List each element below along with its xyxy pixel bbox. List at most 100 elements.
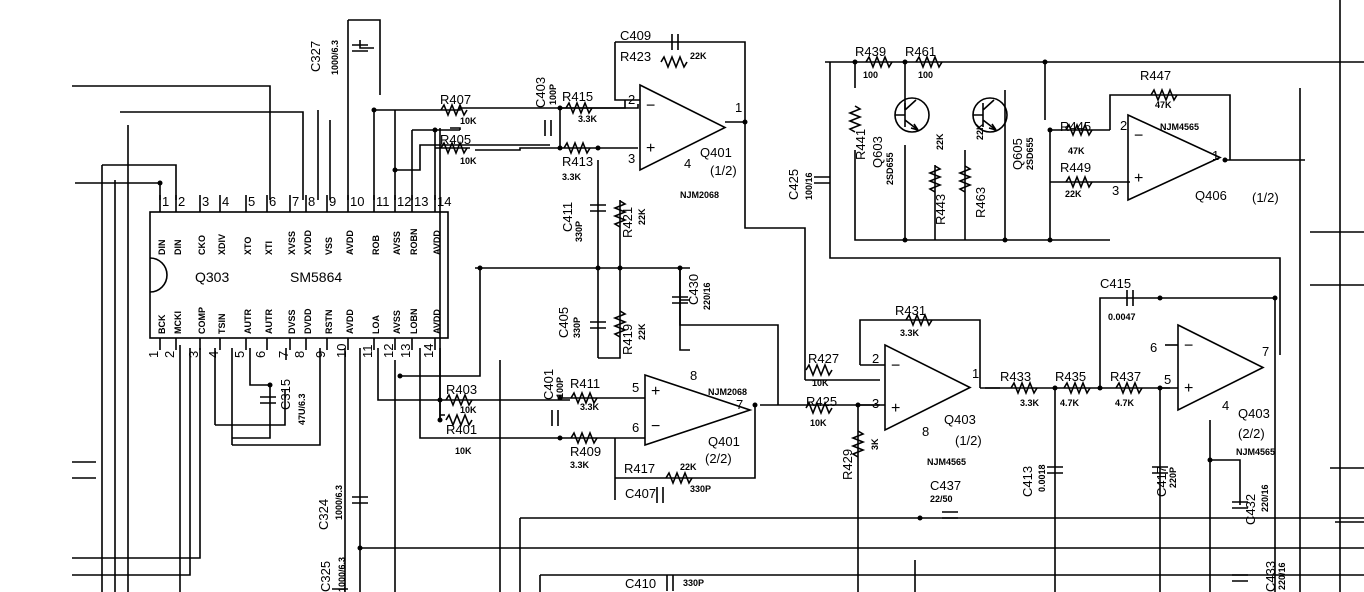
- opamp-pin-number: 2: [628, 92, 635, 107]
- resistor-ref: R431: [895, 303, 926, 318]
- junction-dots: [157, 59, 1278, 551]
- ic-top-pin-name: ROB: [371, 235, 381, 256]
- capacitor-value: 100P: [548, 84, 558, 105]
- opamp-input-sign: −: [1184, 338, 1193, 355]
- resistor-ref: R403: [446, 382, 477, 397]
- resistor-ref: R435: [1055, 369, 1086, 384]
- opamp-part: NJM4565: [1160, 122, 1199, 132]
- ic-top-pin-name: DIN: [157, 240, 167, 256]
- capacitor-ref: C432: [1243, 494, 1258, 525]
- ic-notch: [149, 257, 168, 293]
- ic-top-pin-number: 8: [308, 194, 315, 209]
- ic-bottom-pin-number: 2: [162, 351, 177, 358]
- capacitor-value: 0.0018: [1037, 464, 1047, 492]
- ic-bottom-pin-name: TSIN: [217, 313, 227, 334]
- capacitor-c407: C407 330P: [625, 484, 711, 503]
- resistor-value: 22K: [680, 462, 697, 472]
- resistor-ref: R439: [855, 44, 886, 59]
- resistor-ref: R449: [1060, 160, 1091, 175]
- capacitor-ref: C403: [533, 77, 548, 108]
- capacitor-value: 330P: [690, 484, 711, 494]
- opamps: −+2314Q401(1/2)NJM2068+−5678Q401(2/2)NJM…: [628, 83, 1279, 467]
- opamp-pin-number: 8: [690, 368, 697, 383]
- ic-bottom-pin-number: 4: [206, 351, 221, 358]
- capacitor-ref: C407: [625, 486, 656, 501]
- q603-part: 2SD655: [885, 152, 895, 185]
- opamp-input-sign: +: [1184, 380, 1193, 397]
- ic-bottom-pin-number: 11: [360, 345, 375, 359]
- ic-bottom-pin-name: AVDD: [345, 309, 355, 334]
- opamp-pin-number: 6: [1150, 340, 1157, 355]
- opamp-input-sign: +: [891, 400, 900, 417]
- resistor-ref: R407: [440, 92, 471, 107]
- ic-bottom-pin-number: 9: [313, 351, 328, 358]
- transistor-q605: Q605 2SD655: [972, 97, 1035, 170]
- capacitor-value: 100P: [555, 377, 565, 398]
- capacitor-ref: C433: [1263, 561, 1278, 592]
- capacitor-value: 1000/6.3: [337, 557, 347, 592]
- resistor-ref: R447: [1140, 68, 1171, 83]
- ic-top-pin-name: ROBN: [409, 229, 419, 256]
- resistor-value: 4.7K: [1115, 398, 1135, 408]
- ic-bottom-pin-number: 10: [334, 344, 349, 358]
- resistor-ref: R419: [620, 324, 635, 355]
- opamp-pin-number: 6: [632, 420, 639, 435]
- capacitor-ref: C409: [620, 28, 651, 43]
- resistor-ref: R417: [624, 461, 655, 476]
- opamp-pin-number: 1: [1212, 148, 1219, 163]
- resistor-value: 100: [863, 70, 878, 80]
- capacitor-ref: C430: [686, 274, 701, 305]
- ic-bottom-pin-name: DVDD: [303, 308, 313, 334]
- capacitor-ref: C401: [541, 369, 556, 400]
- opamp-part: NJM4565: [1236, 447, 1275, 457]
- capacitor-ref: C425: [786, 169, 801, 200]
- opamp-input-sign: +: [646, 140, 655, 157]
- ic-top-pin-number: 6: [269, 194, 276, 209]
- opamp-pin-number: 5: [632, 380, 639, 395]
- ic-part: SM5864: [290, 269, 342, 285]
- opamp-ref: Q401: [700, 145, 732, 160]
- resistor-ref: R423: [620, 49, 651, 64]
- opamp-part: NJM4565: [927, 457, 966, 467]
- resistor-value: 22K: [637, 208, 647, 225]
- capacitor-ref: C413: [1020, 466, 1035, 497]
- resistor-value: 10K: [460, 405, 477, 415]
- resistor-value: 3.3K: [570, 460, 590, 470]
- capacitor-value: 330P: [574, 221, 584, 242]
- opamp-pin-number: 3: [628, 151, 635, 166]
- resistor-r403: R403 10K: [445, 382, 477, 415]
- ic-top-pin-number: 14: [437, 194, 451, 209]
- resistor-value: 22K: [690, 51, 707, 61]
- capacitor-value: 330P: [572, 317, 582, 338]
- ic-bottom-pin-name: LOBN: [409, 309, 419, 335]
- resistor-value: 100: [918, 70, 933, 80]
- resistor-value: 10K: [455, 446, 472, 456]
- capacitor-value: 220/16: [1277, 562, 1287, 590]
- resistor-value: 22K: [1065, 189, 1082, 199]
- capacitor-ref: C415: [1100, 276, 1131, 291]
- capacitor-value: 1000/6.3: [330, 40, 340, 75]
- ic-bottom-pin-number: 6: [253, 351, 268, 358]
- opamp-pin-number: 7: [1262, 344, 1269, 359]
- opamp-input-sign: −: [651, 418, 660, 435]
- ic-bottom-pin-number: 1: [146, 351, 161, 358]
- resistor-ref: R437: [1110, 369, 1141, 384]
- capacitor-ref: C437: [930, 478, 961, 493]
- ic-top-pin-number: 10: [350, 194, 364, 209]
- ic-bottom-pin-name: BCK: [157, 314, 167, 334]
- capacitor-ref: C417: [1154, 466, 1169, 497]
- capacitor-ref: C327: [308, 41, 323, 72]
